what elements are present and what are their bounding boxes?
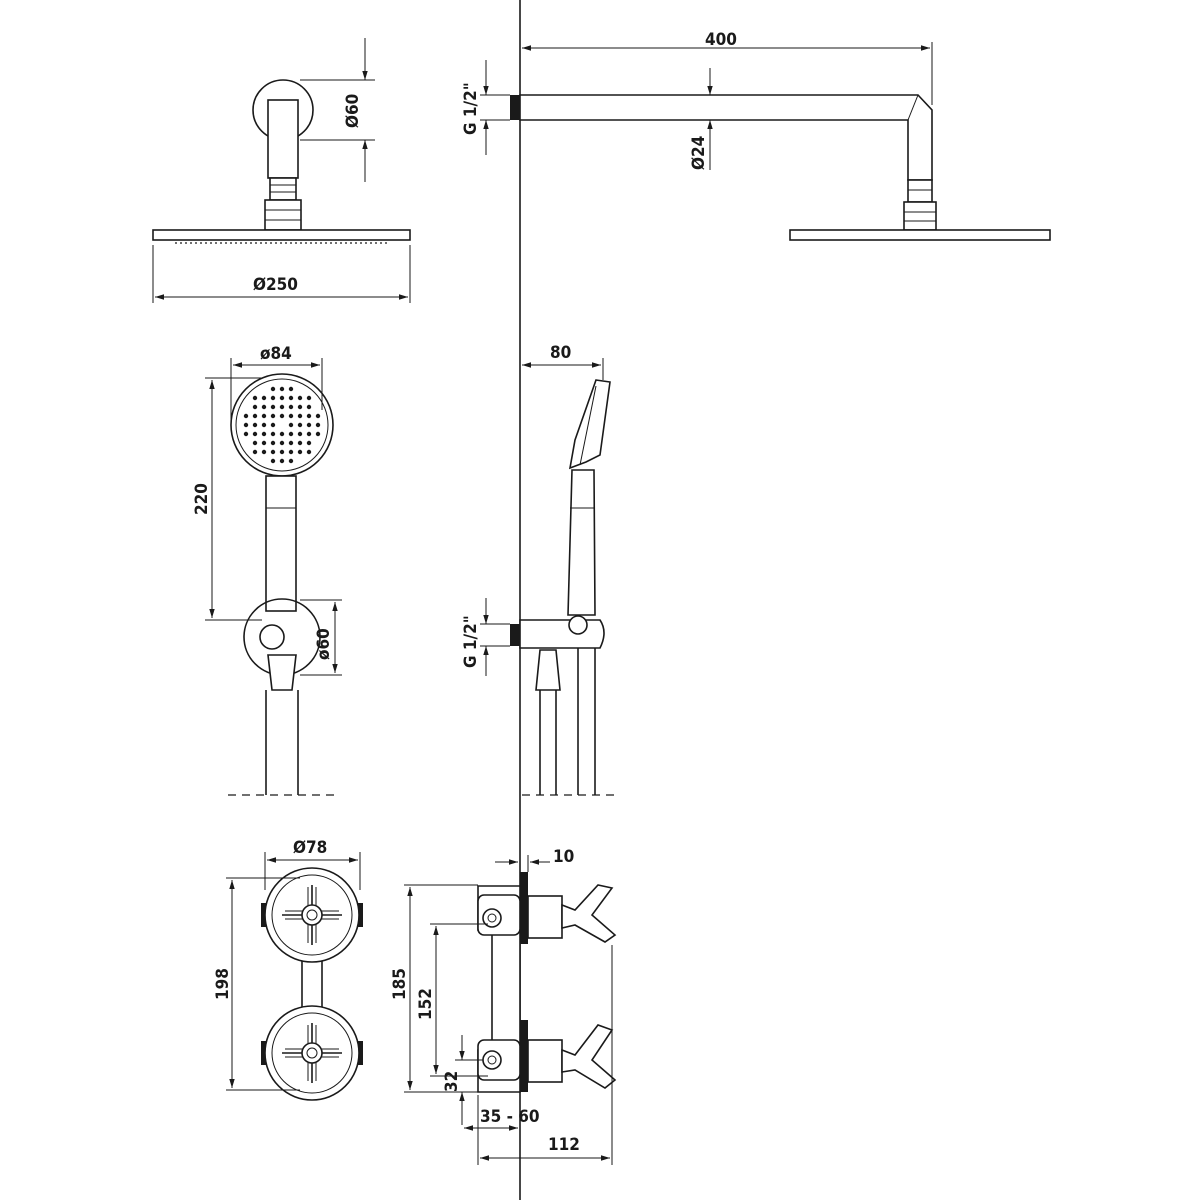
spray-hole <box>297 422 303 428</box>
spray-hole <box>252 404 258 410</box>
spray-hole <box>243 413 249 419</box>
spray-hole <box>306 413 312 419</box>
spray-hole <box>288 431 294 437</box>
spray-hole <box>306 422 312 428</box>
dim-handle-spacing: 198 <box>213 968 233 1000</box>
spray-hole <box>306 431 312 437</box>
spray-hole <box>252 449 258 455</box>
spray-hole <box>288 413 294 419</box>
dim-holder-thread: G 1/2" <box>461 615 481 668</box>
spray-hole <box>297 440 303 446</box>
valve-side: 10 185 152 32 35 - 60 112 <box>390 847 617 1165</box>
spray-hole <box>279 458 285 464</box>
spray-hole <box>306 404 312 410</box>
spray-hole <box>279 449 285 455</box>
spray-holes <box>243 386 321 464</box>
spray-hole <box>261 422 267 428</box>
spray-hole <box>252 422 258 428</box>
spray-hole <box>288 422 294 428</box>
valve-handle <box>261 1005 363 1101</box>
spray-hole <box>270 449 276 455</box>
dim-arm-thread: G 1/2" <box>461 82 481 135</box>
spray-hole <box>315 431 321 437</box>
spray-hole <box>270 431 276 437</box>
spray-hole <box>279 440 285 446</box>
dim-outlet-offset: 32 <box>442 1071 462 1092</box>
spray-hole <box>261 395 267 401</box>
spray-hole <box>270 422 276 428</box>
spray-hole <box>279 431 285 437</box>
dim-arm-diameter: Ø24 <box>689 136 709 170</box>
spray-hole <box>315 422 321 428</box>
spray-hole <box>297 413 303 419</box>
spray-hole <box>288 404 294 410</box>
spray-hole <box>288 395 294 401</box>
spray-hole <box>270 404 276 410</box>
dim-arm-length: 400 <box>705 30 737 50</box>
dim-head-diameter: Ø250 <box>253 275 298 295</box>
overhead-shower-front: Ø60 Ø250 <box>152 38 411 303</box>
spray-hole <box>261 413 267 419</box>
dim-install-depth: 35 - 60 <box>480 1107 540 1127</box>
valve-handle <box>261 867 363 963</box>
spray-hole <box>252 395 258 401</box>
dim-total-depth: 112 <box>548 1135 580 1155</box>
dim-hand-projection: 80 <box>550 343 571 363</box>
spray-hole <box>243 422 249 428</box>
spray-hole <box>306 395 312 401</box>
spray-hole <box>315 413 321 419</box>
spray-hole <box>297 449 303 455</box>
spray-hole <box>261 449 267 455</box>
spray-hole <box>288 386 294 392</box>
spray-hole <box>270 395 276 401</box>
overhead-shower-side: 400 G 1/2" Ø24 <box>461 30 1051 241</box>
dim-valve-offset: 10 <box>553 847 574 867</box>
spray-hole <box>279 413 285 419</box>
dim-inlet-spacing: 152 <box>416 988 436 1020</box>
spray-hole <box>270 440 276 446</box>
spray-hole <box>252 440 258 446</box>
spray-hole <box>297 404 303 410</box>
spray-hole <box>288 458 294 464</box>
spray-hole <box>306 449 312 455</box>
spray-hole <box>288 440 294 446</box>
spray-hole <box>252 431 258 437</box>
spray-hole <box>279 386 285 392</box>
spray-hole <box>261 440 267 446</box>
hand-shower-side: 80 G 1/2" <box>461 343 620 796</box>
dim-arm-flange-diameter: Ø60 <box>343 94 363 128</box>
spray-hole <box>306 440 312 446</box>
spray-hole <box>297 395 303 401</box>
spray-hole <box>261 431 267 437</box>
dim-hand-length: 220 <box>192 483 212 515</box>
spray-hole <box>270 413 276 419</box>
spray-hole <box>297 431 303 437</box>
hand-shower-front: ø84 220 ø60 <box>192 344 342 796</box>
spray-hole <box>279 395 285 401</box>
spray-hole <box>243 431 249 437</box>
dim-body-height: 185 <box>390 968 410 1000</box>
spray-hole <box>270 458 276 464</box>
spray-hole <box>279 404 285 410</box>
dim-hand-head-diameter: ø84 <box>260 344 292 364</box>
valve-front: Ø78 198 <box>213 838 363 1101</box>
spray-hole <box>261 404 267 410</box>
dim-holder-diameter: ø60 <box>314 628 334 660</box>
spray-hole <box>252 413 258 419</box>
dim-handle-diameter: Ø78 <box>293 838 327 858</box>
spray-hole <box>270 386 276 392</box>
spray-hole <box>288 449 294 455</box>
